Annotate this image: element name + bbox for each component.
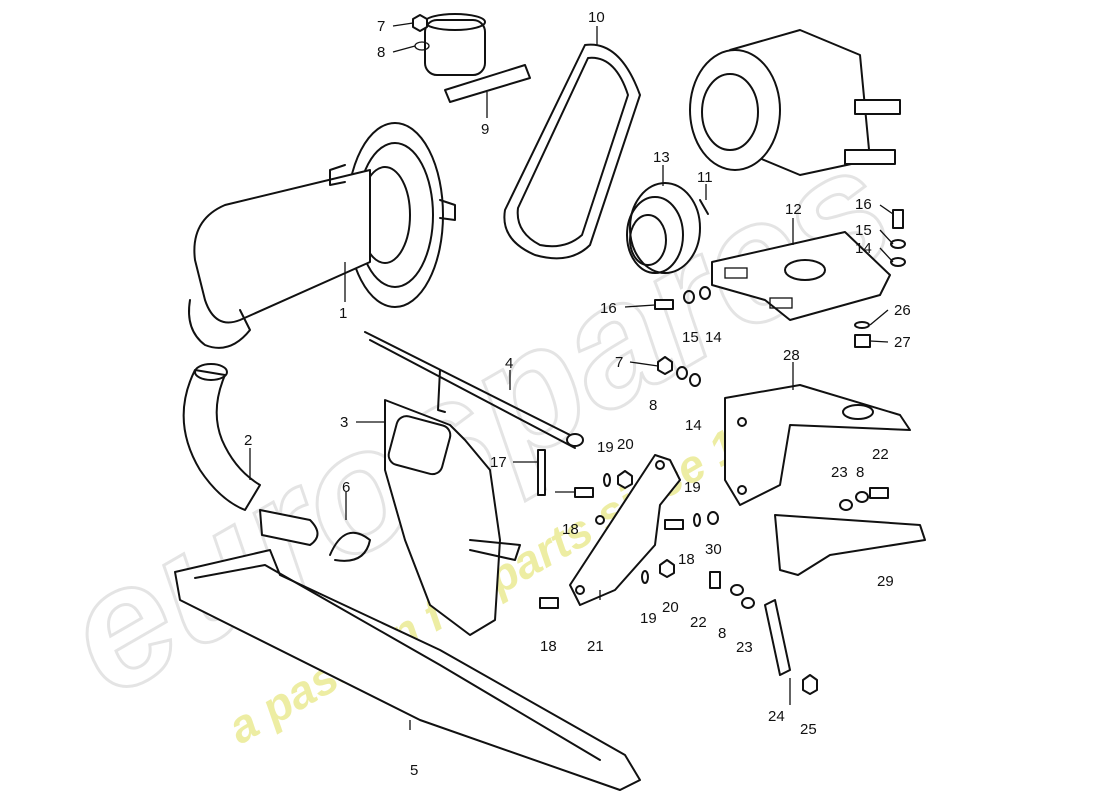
callout-19b: 19: [684, 479, 701, 496]
callout-8c: 8: [856, 464, 864, 481]
callout-24: 24: [768, 708, 785, 725]
callout-11: 11: [697, 169, 713, 186]
leader-lines: [249, 22, 894, 730]
part-bracket-28: [724, 384, 911, 506]
part-clamp: [329, 531, 371, 562]
callout-2: 2: [244, 432, 252, 449]
callout-20b: 20: [662, 599, 679, 616]
part-rod: [364, 331, 584, 449]
callout-16a: 16: [855, 196, 872, 213]
callout-19a: 19: [597, 439, 614, 456]
callout-26: 26: [894, 302, 911, 319]
part-pulley: [626, 182, 701, 274]
callout-29: 29: [877, 573, 894, 590]
callout-17: 17: [490, 454, 507, 471]
callout-18b: 18: [678, 551, 695, 568]
callout-22b: 22: [690, 614, 707, 631]
part-pin: [699, 199, 709, 215]
callout-1: 1: [339, 305, 347, 322]
part-belt: [503, 43, 641, 260]
callout-16b: 16: [600, 300, 617, 317]
callout-21: 21: [587, 638, 604, 655]
callout-27: 27: [894, 334, 911, 351]
callout-28: 28: [783, 347, 800, 364]
callout-22a: 22: [872, 446, 889, 463]
fasteners: [412, 14, 906, 695]
callout-14b: 14: [705, 329, 722, 346]
callout-18c: 18: [540, 638, 557, 655]
callout-13: 13: [653, 149, 670, 166]
part-air-intake: [188, 122, 456, 349]
callout-4: 4: [505, 355, 513, 372]
callout-5: 5: [410, 762, 418, 779]
callout-labels: 1 2 3 4 5 6 7 8 9 10 11 12 13 16 15 14 1…: [244, 9, 911, 779]
callout-14c: 14: [685, 417, 702, 434]
callout-23b: 23: [736, 639, 753, 656]
callout-10: 10: [588, 9, 605, 26]
callout-23a: 23: [831, 464, 848, 481]
callout-8d: 8: [718, 625, 726, 642]
callout-12: 12: [785, 201, 802, 218]
callout-9: 9: [481, 121, 489, 138]
callout-6: 6: [342, 479, 350, 496]
part-hose: [182, 363, 319, 546]
part-support-29: [774, 514, 926, 576]
callout-15b: 15: [682, 329, 699, 346]
part-bracket-plate: [384, 399, 521, 636]
part-mount-bracket: [711, 231, 891, 321]
callout-25: 25: [800, 721, 817, 738]
part-plate-21: [569, 454, 681, 606]
part-strap: [764, 599, 791, 676]
part-skid-guard: [174, 549, 641, 791]
callout-7b: 7: [615, 354, 623, 371]
callout-15a: 15: [855, 222, 872, 239]
callout-14a: 14: [855, 240, 872, 257]
part-canister: [424, 13, 531, 103]
callout-3: 3: [340, 414, 348, 431]
callout-18a: 18: [562, 521, 579, 538]
callout-8b: 8: [649, 397, 657, 414]
part-compressor: [689, 29, 901, 176]
callout-20a: 20: [617, 436, 634, 453]
callout-19c: 19: [640, 610, 657, 627]
callout-30: 30: [705, 541, 722, 558]
callout-7a: 7: [377, 18, 385, 35]
callout-8a: 8: [377, 44, 385, 61]
